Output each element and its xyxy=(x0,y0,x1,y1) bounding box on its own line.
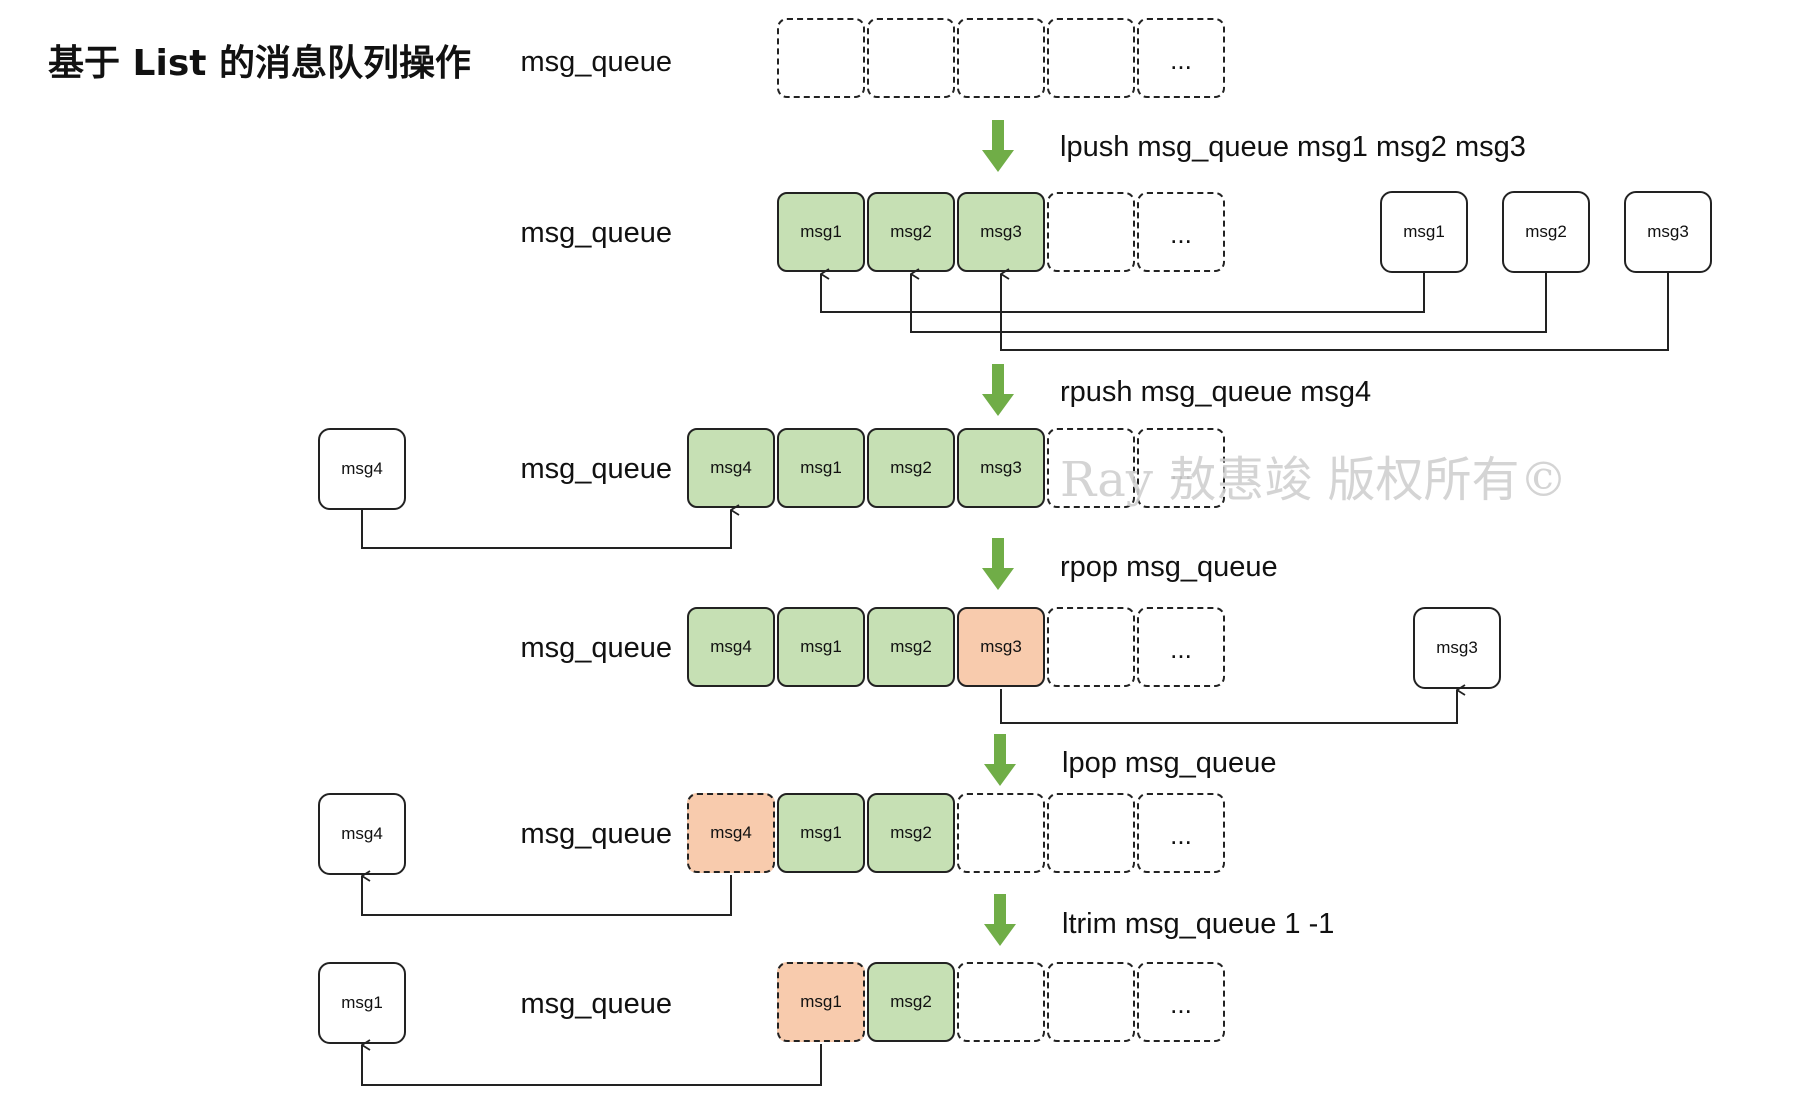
command-rpop: rpop msg_queue xyxy=(1060,551,1278,583)
cell-label: ... xyxy=(1170,989,1192,1019)
queue-cell xyxy=(1047,962,1135,1042)
queue-cell: msg1 xyxy=(777,793,865,873)
diagram-title: 基于 List 的消息队列操作 xyxy=(48,43,471,84)
queue-cell xyxy=(957,962,1045,1042)
step-arrow-3 xyxy=(982,538,1014,590)
queue-cell: ... xyxy=(1137,962,1225,1042)
queue-cell: msg3 xyxy=(957,607,1045,687)
queue-label-1: msg_queue xyxy=(520,217,672,249)
queue-label-4: msg_queue xyxy=(520,818,672,850)
cell-label: ... xyxy=(1170,455,1192,485)
cell-label: msg3 xyxy=(980,222,1022,241)
cell-label: msg4 xyxy=(710,458,752,477)
queue-cell: msg1 xyxy=(777,607,865,687)
command-rpush: rpush msg_queue msg4 xyxy=(1060,376,1372,408)
external-msg2-box: msg2 xyxy=(1502,191,1590,273)
cell-label: ... xyxy=(1170,219,1192,249)
command-lpush: lpush msg_queue msg1 msg2 msg3 xyxy=(1060,131,1526,163)
connector-msg1-ltrim xyxy=(361,1044,822,1086)
cell-label: msg1 xyxy=(800,458,842,477)
queue-label-2: msg_queue xyxy=(520,453,672,485)
queue-cell: ... xyxy=(1137,192,1225,272)
queue-cell xyxy=(957,793,1045,873)
trimmed-msg1-box: msg1 xyxy=(318,962,406,1044)
command-ltrim: ltrim msg_queue 1 -1 xyxy=(1062,908,1335,940)
queue-cell xyxy=(1047,18,1135,98)
cell-label: msg3 xyxy=(980,458,1022,477)
cell-label: msg2 xyxy=(890,823,932,842)
queue-cell xyxy=(1047,428,1135,508)
external-msg1-box: msg1 xyxy=(1380,191,1468,273)
queue-cell: ... xyxy=(1137,428,1225,508)
queue-cell: msg3 xyxy=(957,192,1045,272)
queue-cell: msg1 xyxy=(777,428,865,508)
queue-cell: msg2 xyxy=(867,607,955,687)
cell-label: msg1 xyxy=(800,222,842,241)
cell-label: msg2 xyxy=(890,992,932,1011)
queue-cell: msg4 xyxy=(687,793,775,873)
queue-cell: msg4 xyxy=(687,607,775,687)
step-arrow-2 xyxy=(982,364,1014,416)
connector-msg3 xyxy=(1000,273,1669,351)
queue-cell: msg1 xyxy=(777,192,865,272)
external-msg3-box: msg3 xyxy=(1624,191,1712,273)
queue-cell xyxy=(777,18,865,98)
cell-label: msg1 xyxy=(800,637,842,656)
popped-msg3-box: msg3 xyxy=(1413,607,1501,689)
cell-label: msg2 xyxy=(890,458,932,477)
external-msg4-box: msg4 xyxy=(318,428,406,510)
queue-cell: msg4 xyxy=(687,428,775,508)
cell-label: msg1 xyxy=(800,823,842,842)
queue-cell xyxy=(867,18,955,98)
connector-msg3-rpop xyxy=(1000,689,1457,724)
cell-label: msg2 xyxy=(890,637,932,656)
cell-label: msg1 xyxy=(800,992,842,1011)
queue-cell xyxy=(957,18,1045,98)
queue-cell xyxy=(1047,793,1135,873)
connector-msg1 xyxy=(820,273,1425,313)
queue-cell xyxy=(1047,607,1135,687)
cell-label: ... xyxy=(1170,45,1192,75)
queue-cell: msg1 xyxy=(777,962,865,1042)
cell-label: ... xyxy=(1170,634,1192,664)
queue-cell: ... xyxy=(1137,607,1225,687)
queue-cell: msg2 xyxy=(867,962,955,1042)
queue-cell: msg3 xyxy=(957,428,1045,508)
step-arrow-4 xyxy=(984,734,1016,786)
command-lpop: lpop msg_queue xyxy=(1062,747,1277,779)
watermark: Ray 敖惠竣 版权所有© xyxy=(1060,452,1568,508)
queue-cell: ... xyxy=(1137,18,1225,98)
queue-label-5: msg_queue xyxy=(520,988,672,1020)
connector-msg2 xyxy=(910,273,1547,333)
connector-msg4-rpush xyxy=(361,510,731,549)
queue-label-0: msg_queue xyxy=(520,46,672,78)
cell-label: msg2 xyxy=(890,222,932,241)
queue-cell: msg2 xyxy=(867,192,955,272)
step-arrow-1 xyxy=(982,120,1014,172)
queue-cell xyxy=(1047,192,1135,272)
cell-label: msg3 xyxy=(980,637,1022,656)
queue-cell: msg2 xyxy=(867,428,955,508)
popped-msg4-box: msg4 xyxy=(318,793,406,875)
step-arrow-5 xyxy=(984,894,1016,946)
connector-msg4-lpop xyxy=(361,875,732,916)
cell-label: msg4 xyxy=(710,823,752,842)
cell-label: msg4 xyxy=(710,637,752,656)
cell-label: ... xyxy=(1170,820,1192,850)
queue-label-3: msg_queue xyxy=(520,632,672,664)
queue-cell: ... xyxy=(1137,793,1225,873)
queue-cell: msg2 xyxy=(867,793,955,873)
